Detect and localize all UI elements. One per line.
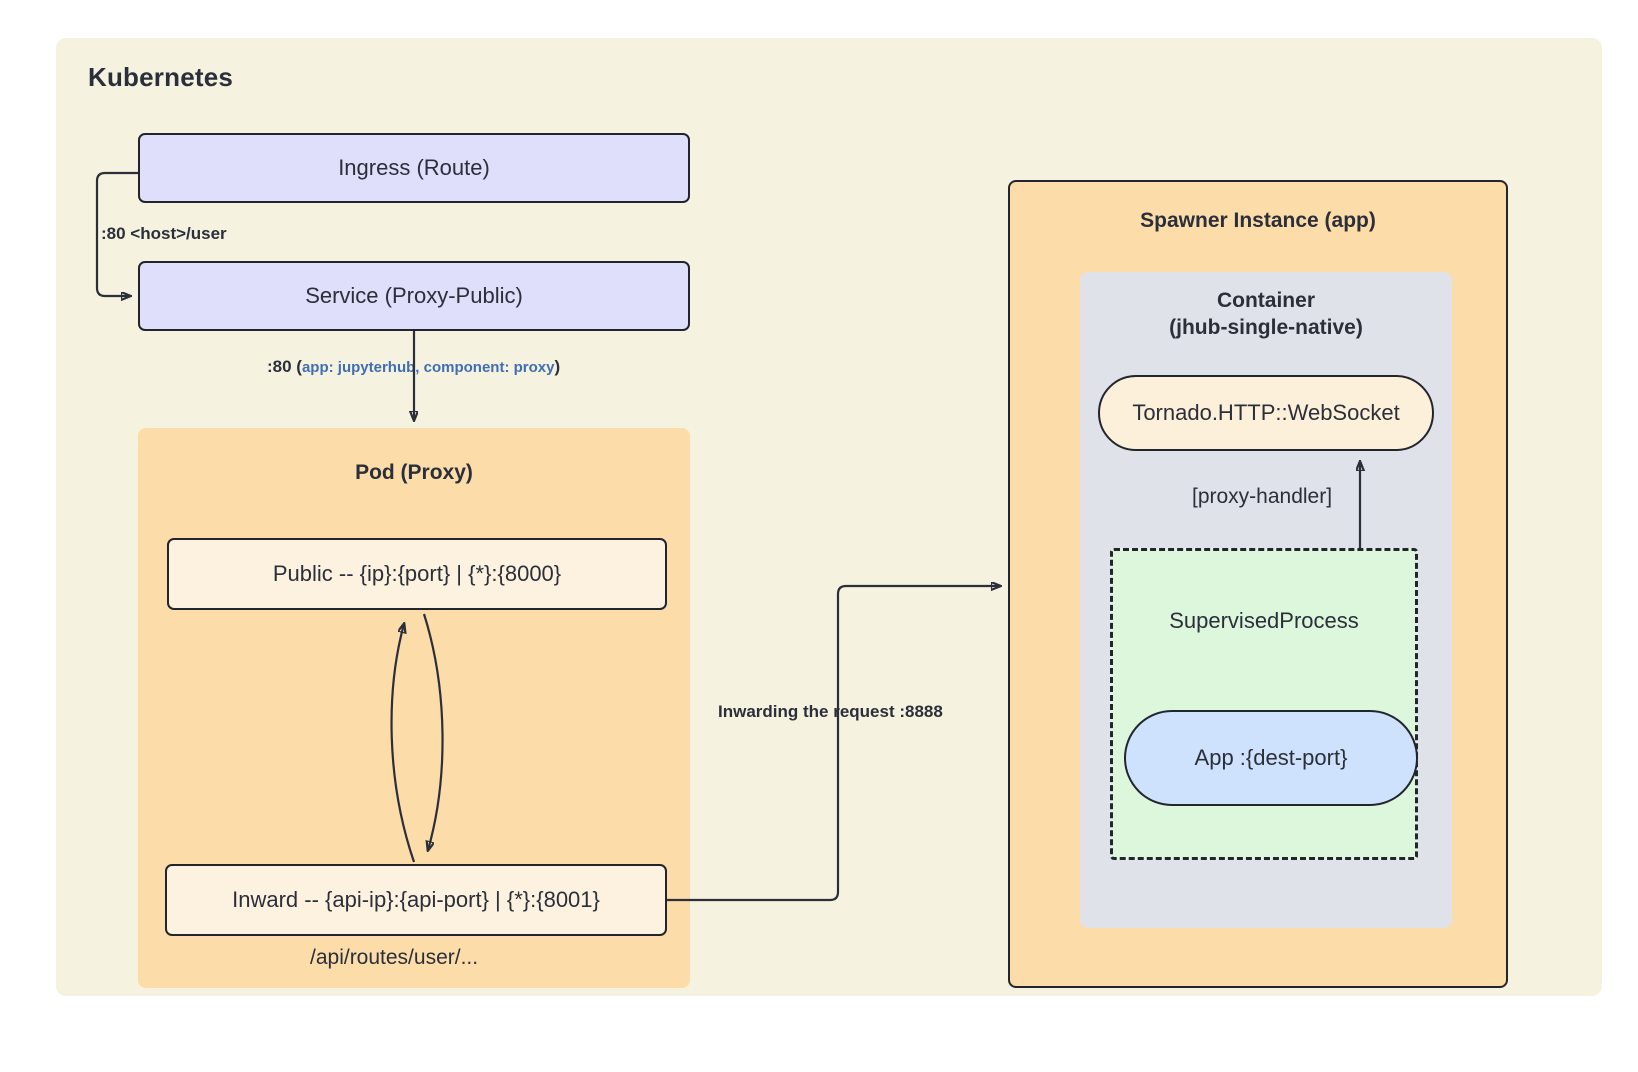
supervised-process-group xyxy=(1110,548,1418,860)
kubernetes-cluster-title: Kubernetes xyxy=(88,62,234,92)
tornado-websocket-label: Tornado.HTTP::WebSocket xyxy=(1132,400,1400,425)
inward-endpoint-label: Inward -- {api-ip}:{api-port} | {*}:{800… xyxy=(232,887,600,913)
service-to-pod-label: :80 (app: jupyterhub, component: proxy) xyxy=(267,357,561,376)
tornado-websocket-node[interactable]: Tornado.HTTP::WebSocket xyxy=(1098,375,1434,451)
inwarding-request-label: Inwarding the request :8888 xyxy=(718,702,943,721)
proxy-handler-label: [proxy-handler] xyxy=(1192,485,1333,508)
public-endpoint-label: Public -- {ip}:{port} | {*}:{8000} xyxy=(272,561,562,587)
service-node[interactable]: Service (Proxy-Public) xyxy=(138,261,690,331)
container-title: Container (jhub-single-native) xyxy=(1169,289,1363,339)
inward-endpoint-node[interactable]: Inward -- {api-ip}:{api-port} | {*}:{800… xyxy=(165,864,667,936)
service-label: Service (Proxy-Public) xyxy=(305,283,523,309)
app-node[interactable]: App :{dest-port} xyxy=(1124,710,1418,806)
supervised-process-title: SupervisedProcess xyxy=(1169,608,1359,633)
api-route-label: /api/routes/user/... xyxy=(310,946,479,969)
app-label: App :{dest-port} xyxy=(1194,745,1348,770)
public-endpoint-node[interactable]: Public -- {ip}:{port} | {*}:{8000} xyxy=(167,538,667,610)
spawner-instance-title: Spawner Instance (app) xyxy=(1140,209,1376,232)
ingress-node[interactable]: Ingress (Route) xyxy=(138,133,690,203)
ingress-to-service-label: :80 <host>/user xyxy=(101,224,227,243)
service-selector-text: app: jupyterhub, component: proxy xyxy=(301,359,555,376)
pod-proxy-title: Pod (Proxy) xyxy=(355,461,473,484)
ingress-label: Ingress (Route) xyxy=(338,155,490,181)
